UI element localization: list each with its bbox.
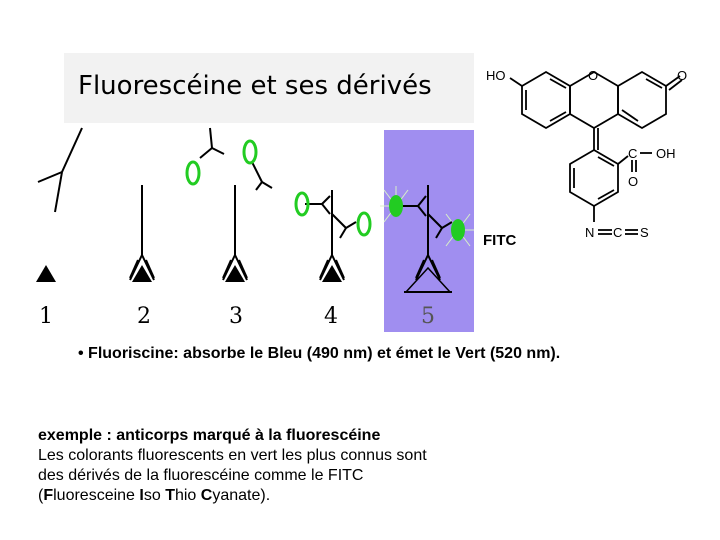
fitc-label: FITC [483,232,516,249]
fluor-5a [389,195,403,217]
antibody-1 [37,127,83,213]
panel-number-4: 4 [324,304,338,329]
antigen-1 [36,265,56,282]
fluor-3b [242,139,258,165]
slide-title: Fluorescéine et ses dérivés [78,71,432,101]
mol-oh: OH [656,146,676,161]
mol-c2: C [613,225,622,240]
body-line-1: Les colorants fluorescents en vert les p… [38,447,427,464]
panel-number-3: 3 [229,304,243,329]
panel-number-5: 5 [421,304,435,329]
fitc-molecule [509,70,683,235]
antibody-2 [129,185,155,281]
antibody-3 [222,185,248,281]
mol-c: C [628,146,637,161]
mol-n: N [585,225,594,240]
fluor-4a [294,191,310,217]
mol-s: S [640,225,649,240]
antigen-4 [322,265,342,282]
antigen-3 [225,265,245,282]
example-line: exemple : anticorps marqué à la fluoresc… [38,427,381,444]
body-line-2: des dérivés de la fluorescéine comme le … [38,467,364,484]
fluor-5b [451,219,465,241]
text-block: exemple : anticorps marqué à la fluoresc… [38,426,508,506]
antigen-2 [132,265,152,282]
panel-number-1: 1 [39,304,53,329]
panel-number-2: 2 [137,304,151,329]
mol-ho: HO [486,68,506,83]
mol-o-ring: O [588,68,598,83]
title-box: Fluorescéine et ses dérivés [64,53,474,123]
fragment-3 [199,127,273,191]
body-line-3: (Fluoresceine Iso Thio Cyanate). [38,487,271,504]
fluor-4b [356,211,372,237]
antibody-4 [305,190,357,281]
mol-o-right: O [677,68,687,83]
antibody-5 [402,185,453,281]
fluor-3a [185,160,201,186]
bullet-fluorescein: • Fluoriscine: absorbe le Bleu (490 nm) … [78,345,561,362]
mol-o-below: O [628,174,638,189]
